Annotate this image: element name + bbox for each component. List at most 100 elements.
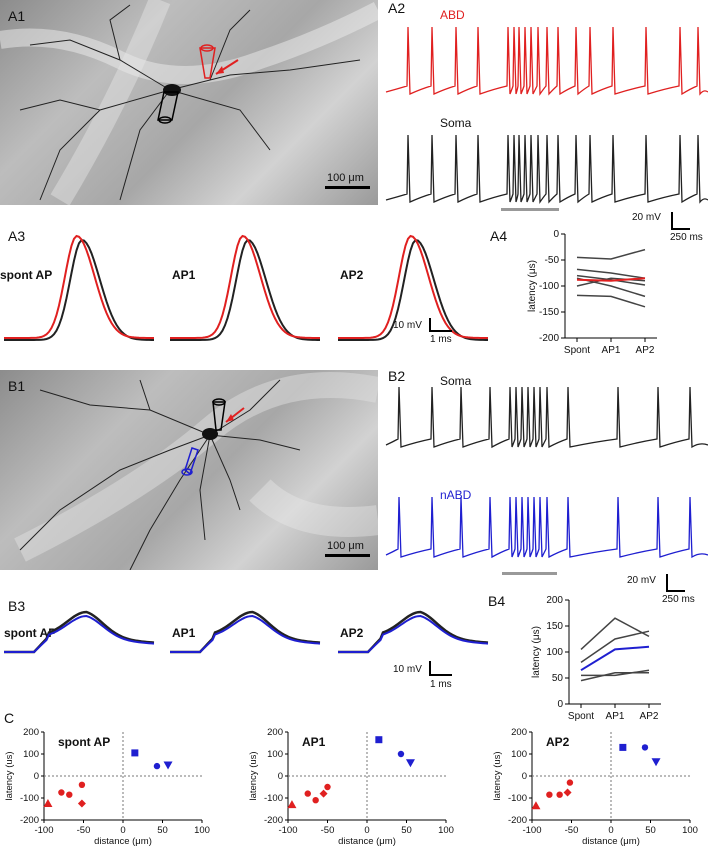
ap-b-ap1-nabd xyxy=(170,614,321,653)
C-AP2-point-0 xyxy=(531,801,541,810)
C-AP1-point-3 xyxy=(324,783,331,791)
ap-label-b-ap1: AP1 xyxy=(172,626,196,640)
B4-xtick-label: AP2 xyxy=(640,711,659,722)
B4-xtick-label: AP1 xyxy=(606,711,625,722)
panel-label-a1: A1 xyxy=(8,8,26,24)
B4-series-4 xyxy=(580,645,650,672)
C-AP2-ylabel: latency (us) xyxy=(492,751,503,800)
trace-nabd-line xyxy=(385,496,708,559)
C-AP2-point-3 xyxy=(566,779,574,786)
A4-series-5 xyxy=(576,294,646,308)
panel-label-b2: B2 xyxy=(388,368,406,384)
B4-ytick-label: 100 xyxy=(546,647,563,658)
C-AP2-title: AP2 xyxy=(546,735,570,749)
B4-ytick-label: 150 xyxy=(546,621,563,632)
ap-a-ap2-abd xyxy=(338,234,488,339)
scale-bar-mv-a2: 20 mV xyxy=(632,212,661,223)
micrograph-b1: B1 100 μm xyxy=(0,370,378,570)
micrograph-a1: A1 100 μm xyxy=(0,0,378,205)
ap-label-a-ap1: AP1 xyxy=(172,268,196,282)
C-AP1-xtick-label: -50 xyxy=(321,825,335,836)
C-spont-ytick-label: -200 xyxy=(20,815,39,826)
C-AP2-xtick-label: -100 xyxy=(522,825,541,836)
C-spont-ytick-label: 100 xyxy=(23,749,39,760)
C-spont-title: spont AP xyxy=(58,735,110,749)
C-AP1-point-5 xyxy=(375,736,383,744)
ap-label-b-spont: spont AP xyxy=(4,626,57,640)
scale-bar-mv-b3: 10 mV xyxy=(393,664,422,675)
C-AP2-xtick-label: -50 xyxy=(565,825,579,836)
C-AP1-point-1 xyxy=(304,790,311,797)
C-AP2-point-5 xyxy=(619,743,627,751)
A4-series-1 xyxy=(576,268,646,279)
C-AP2-ytick-label: 100 xyxy=(511,749,527,760)
trace-label-abd: ABD xyxy=(440,8,465,22)
scale-bar-mv-a3: 10 mV xyxy=(393,320,422,331)
C-AP1-point-7 xyxy=(405,759,415,768)
C-AP1-title: AP1 xyxy=(302,735,326,749)
ap-b-spont-nabd xyxy=(4,614,155,653)
trace-abd-line xyxy=(385,26,708,96)
A4-series-6 xyxy=(576,277,646,282)
C-spont-ytick-label: -100 xyxy=(20,793,39,804)
C-AP2-ytick-label: 200 xyxy=(511,727,527,738)
panel-label-c: C xyxy=(4,710,15,726)
trace-label-soma-b: Soma xyxy=(440,374,472,388)
C-AP1-xtick-label: 50 xyxy=(401,825,412,836)
A4-ytick-label: -200 xyxy=(539,333,559,344)
B4-series-0 xyxy=(580,617,650,650)
scale-bar-label-a1: 100 μm xyxy=(327,172,364,184)
ap-label-b-ap2: AP2 xyxy=(340,626,364,640)
trace-soma-a-line xyxy=(385,134,708,204)
C-AP2-xtick-label: 50 xyxy=(645,825,656,836)
panel-label-a3: A3 xyxy=(8,228,26,244)
B4-series-2 xyxy=(581,669,650,677)
C-AP2-point-6 xyxy=(641,744,649,751)
A4-series-0 xyxy=(576,248,646,260)
A4-ytick-label: -50 xyxy=(545,255,560,266)
C-AP2-xtick-label: 0 xyxy=(608,825,613,836)
C-AP2-point-7 xyxy=(651,758,661,767)
C-AP2-point-2 xyxy=(556,791,563,798)
B4-ytick-label: 200 xyxy=(546,595,563,606)
C-spont-xtick-label: -50 xyxy=(77,825,91,836)
C-spont-xtick-label: 100 xyxy=(194,825,210,836)
C-AP1-ytick-label: 100 xyxy=(267,749,283,760)
scale-bar-mv-b2: 20 mV xyxy=(627,575,656,586)
B4-ytick-label: 0 xyxy=(557,699,563,710)
C-spont-point-3 xyxy=(78,781,86,788)
C-AP2-point-4 xyxy=(563,788,572,797)
C-spont-xtick-label: 0 xyxy=(120,825,125,836)
scale-bar-ms-a3: 1 ms xyxy=(430,334,452,345)
ap-a-ap1-abd xyxy=(170,234,320,339)
scale-bar-ms-a2: 250 ms xyxy=(670,232,703,243)
C-AP1-point-0 xyxy=(287,800,297,809)
A4-series-2 xyxy=(576,274,646,286)
C-spont-xlabel: distance (μm) xyxy=(94,836,152,847)
C-AP1-ytick-label: 0 xyxy=(278,771,283,782)
scale-bar-ms-b2: 250 ms xyxy=(662,594,695,605)
C-AP2-xtick-label: 100 xyxy=(682,825,698,836)
C-AP1-xtick-label: 0 xyxy=(364,825,369,836)
B4-ytick-label: 50 xyxy=(552,673,564,684)
C-AP1-ytick-label: -100 xyxy=(264,793,283,804)
C-spont-point-4 xyxy=(77,799,86,808)
C-AP1-xlabel: distance (μm) xyxy=(338,836,396,847)
scale-bar-ms-b3: 1 ms xyxy=(430,679,452,690)
C-AP1-point-2 xyxy=(312,797,319,804)
C-AP1-xtick-label: -100 xyxy=(278,825,297,836)
C-spont-point-2 xyxy=(66,791,73,798)
C-AP2-ytick-label: 0 xyxy=(522,771,527,782)
C-spont-ytick-label: 200 xyxy=(23,727,39,738)
panel-label-b1: B1 xyxy=(8,378,26,394)
panel-label-a4: A4 xyxy=(490,228,508,244)
panel-label-a2: A2 xyxy=(388,0,406,16)
A4-xtick-label: AP2 xyxy=(636,345,655,356)
trace-label-nabd: nABD xyxy=(440,488,472,502)
